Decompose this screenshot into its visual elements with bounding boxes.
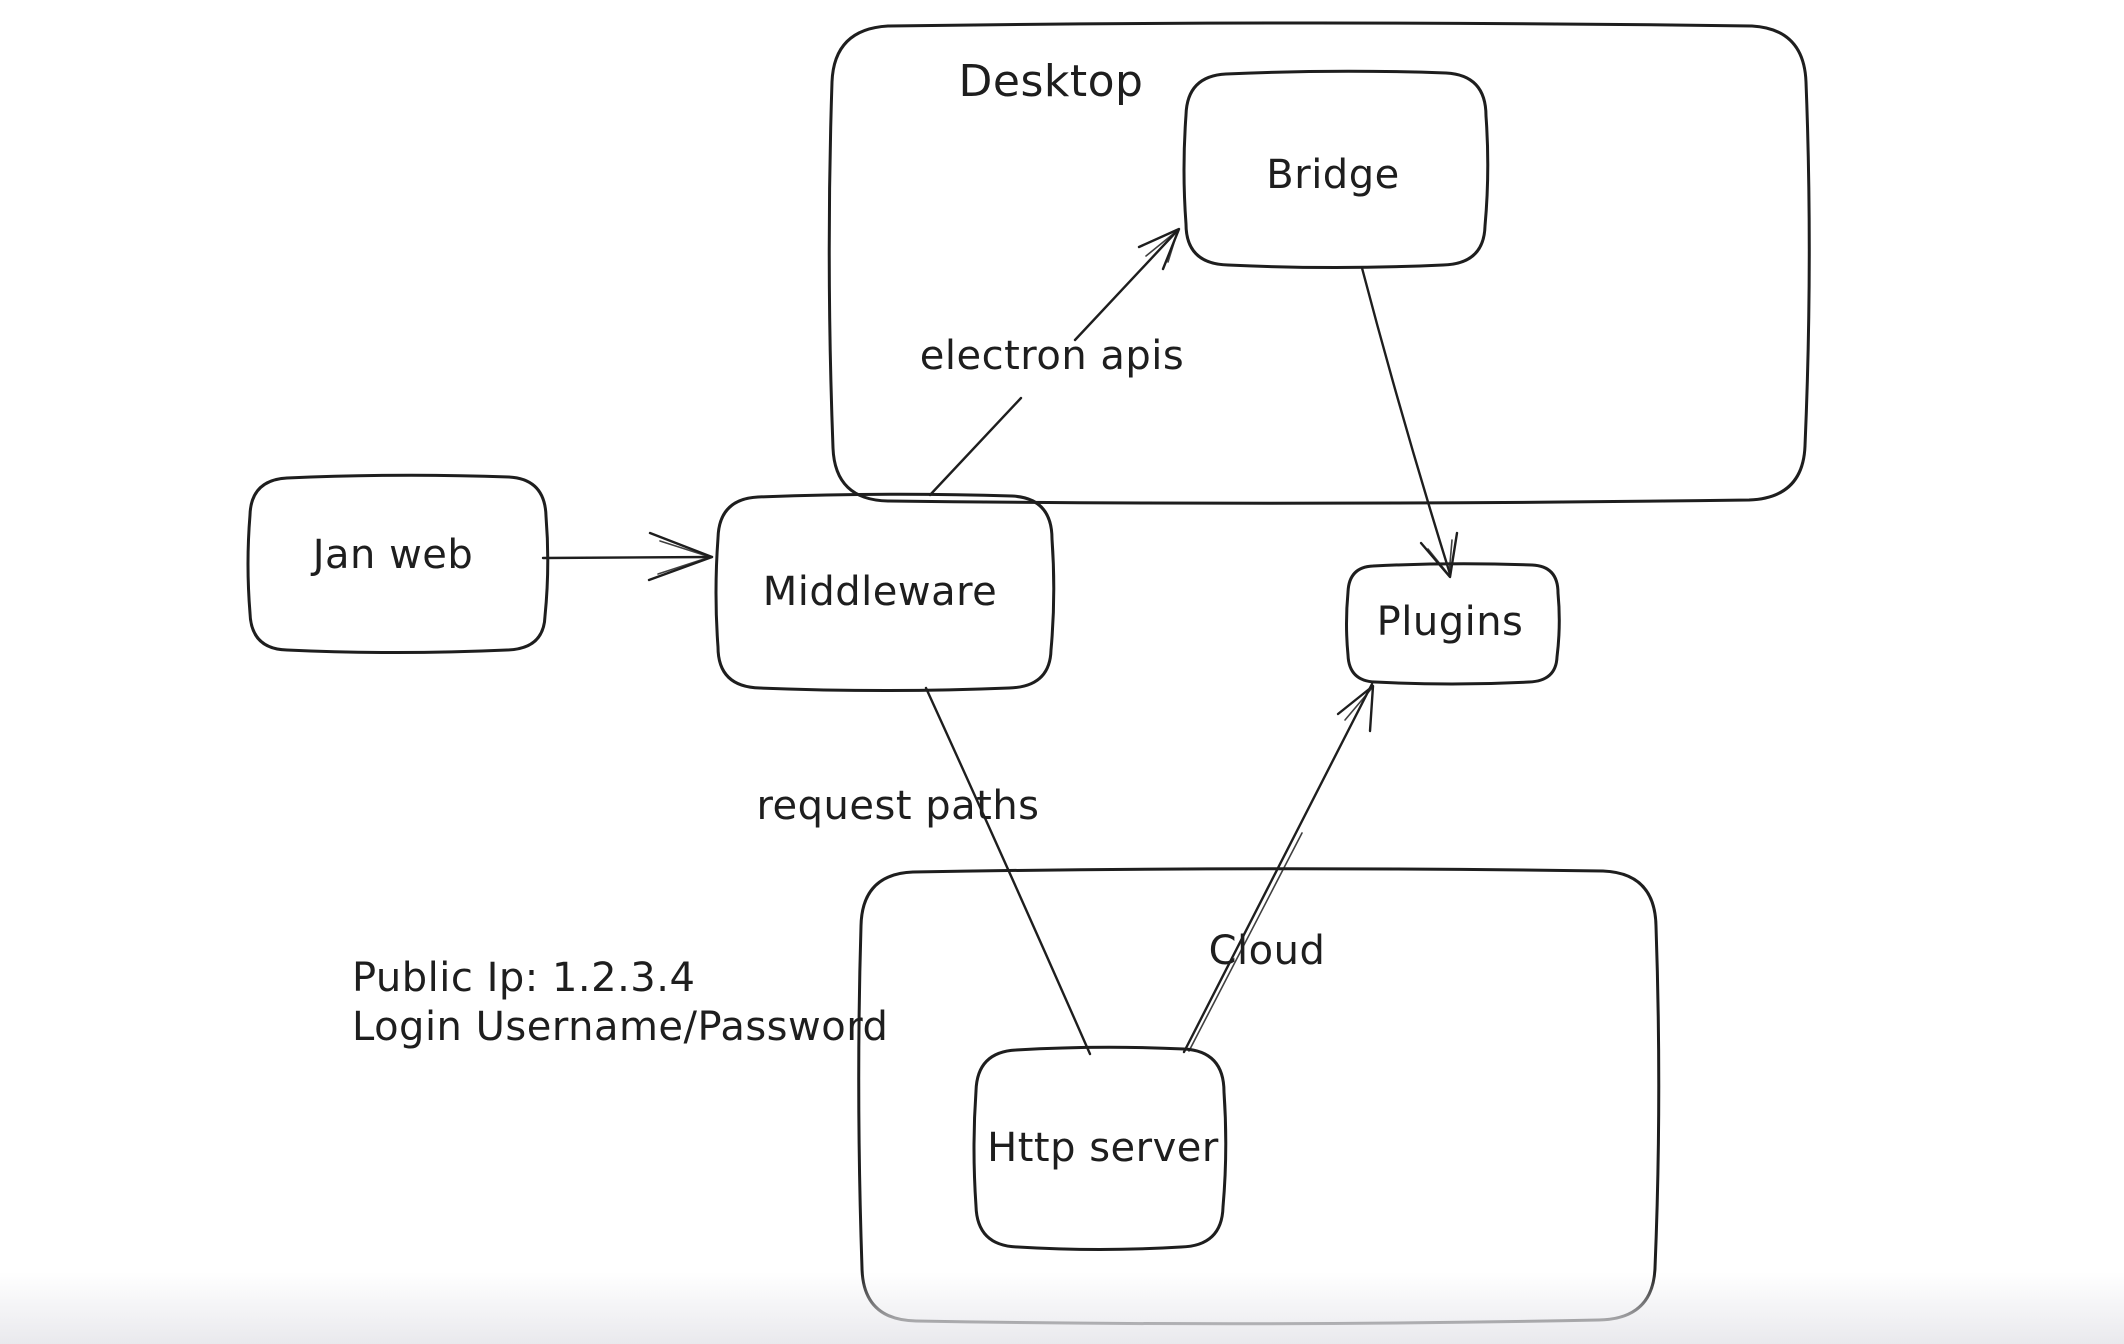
edge-label-electron-apis[interactable]: electron apis xyxy=(919,333,1185,379)
edge-middleware-bridge-arrowhead-sketch xyxy=(1145,229,1179,263)
edge-janweb-middleware-arrowhead xyxy=(647,531,714,582)
bridge-node-outline[interactable] xyxy=(1182,69,1490,269)
edge-middleware-bridge-segment-lower[interactable] xyxy=(928,396,1023,497)
http-server-node-label[interactable]: Http server xyxy=(987,1125,1219,1171)
edge-middleware-bridge-arrowhead xyxy=(1137,227,1181,271)
edge-bridge-plugins[interactable] xyxy=(1360,266,1452,576)
edge-httpserver-plugins[interactable] xyxy=(1182,682,1374,1054)
edge-janweb-middleware[interactable] xyxy=(541,555,714,560)
edge-bridge-plugins-arrowhead xyxy=(1419,531,1459,579)
edge-httpserver-plugins-arrowhead-sketch xyxy=(1344,687,1373,721)
note-public-ip[interactable]: Public Ip: 1.2.3.4 xyxy=(352,955,696,1001)
edge-middleware-bridge-segment-upper[interactable] xyxy=(1073,229,1179,342)
middleware-node-outline[interactable] xyxy=(714,492,1056,692)
desktop-container-outline[interactable] xyxy=(827,21,1811,505)
edge-httpserver-plugins-arrowhead xyxy=(1336,684,1375,733)
bridge-node-label[interactable]: Bridge xyxy=(1266,152,1400,198)
edge-janweb-middleware-arrowhead-sketch xyxy=(657,540,711,575)
edge-bridge-plugins-arrowhead-sketch xyxy=(1427,539,1453,576)
plugins-node-outline[interactable] xyxy=(1345,562,1561,686)
desktop-container-label[interactable]: Desktop xyxy=(958,55,1144,107)
jan-web-node-label[interactable]: Jan web xyxy=(312,532,474,578)
middleware-node-label[interactable]: Middleware xyxy=(762,569,998,615)
edge-middleware-httpserver[interactable] xyxy=(924,686,1092,1056)
plugins-node-label[interactable]: Plugins xyxy=(1376,599,1524,645)
cloud-container-label[interactable]: Cloud xyxy=(1208,928,1326,974)
jan-web-node-outline[interactable] xyxy=(246,473,550,654)
edge-httpserver-plugins-sketch xyxy=(1188,832,1303,1052)
edge-label-request-paths[interactable]: request paths xyxy=(756,783,1040,829)
note-login-credentials[interactable]: Login Username/Password xyxy=(352,1004,889,1050)
